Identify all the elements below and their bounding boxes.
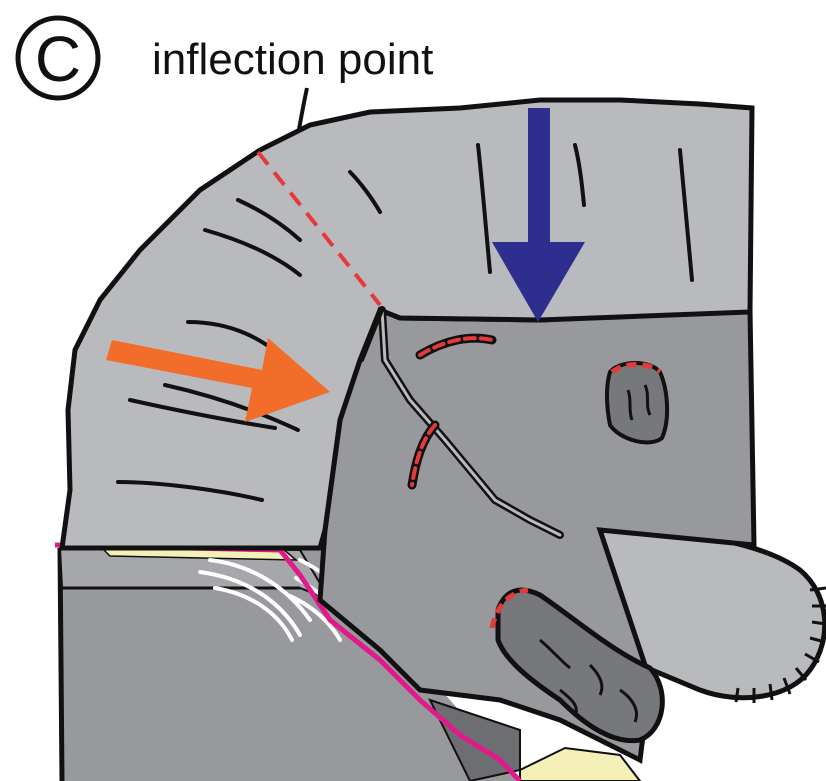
clast-upper-right (607, 363, 667, 442)
panel-marker: C (18, 18, 98, 98)
inflection-point-label: inflection point (152, 35, 433, 84)
panel-letter: C (35, 23, 81, 95)
